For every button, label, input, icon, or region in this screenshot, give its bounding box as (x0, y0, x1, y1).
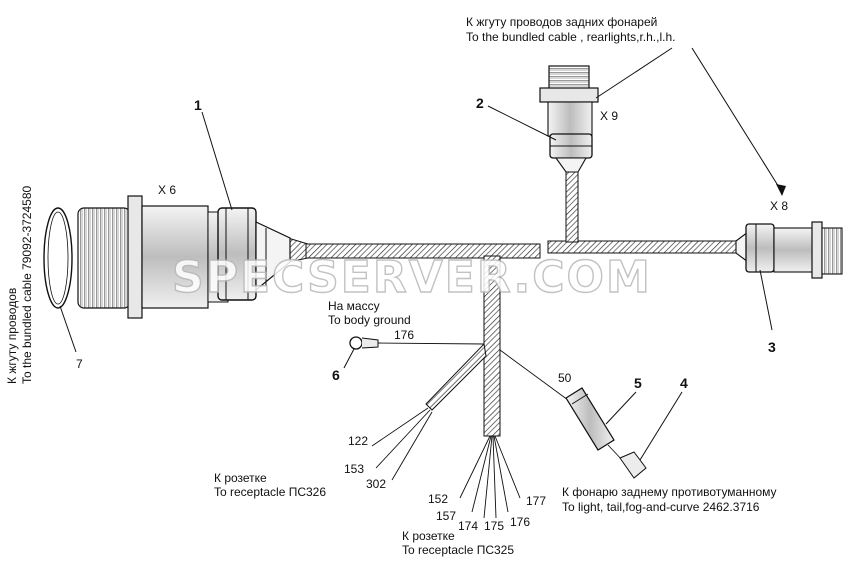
connector-x6 (43, 195, 291, 319)
ground-ring-terminal (349, 336, 485, 350)
ps326-label-en: To receptacle ПС326 (214, 485, 326, 499)
ground-label-ru: На массу (328, 299, 380, 313)
wires-receptacle-ps326 (371, 407, 433, 481)
wire-number: 302 (366, 477, 386, 491)
wire-number: 157 (436, 509, 456, 523)
wire-number: 176 (394, 328, 414, 342)
callout-6: 6 (332, 367, 340, 383)
side-label-ru: К жгуту проводов (5, 288, 19, 384)
callout-2: 2 (476, 95, 484, 111)
callout-1: 1 (194, 97, 202, 113)
mount-flange (127, 195, 143, 319)
wire-number: 174 (458, 519, 478, 533)
connector-x8 (735, 221, 843, 279)
side-label-en: To the bundled cable 79092-3724580 (20, 186, 34, 384)
ground-label-en: To body ground (328, 313, 411, 327)
fog-light-plug (499, 349, 647, 479)
ps326-label-ru: К розетке (214, 471, 267, 485)
x8-label: X 8 (770, 199, 788, 213)
top-label-en: To the bundled cable , rearlights,r.h.,l… (466, 30, 675, 44)
threaded-body (821, 227, 843, 275)
connector-x9 (539, 65, 599, 173)
ps325-label-ru: К розетке (402, 529, 455, 543)
callout-5: 5 (634, 375, 642, 391)
wire-number: 50 (558, 371, 572, 385)
wire-number: 122 (348, 434, 368, 448)
threaded-body (548, 65, 590, 91)
wire-number: 152 (428, 492, 448, 506)
callout-3: 3 (768, 339, 776, 355)
fog-light-label-en: To light, tail,fog-and-curve 2462.3716 (562, 500, 760, 514)
blade-terminal (619, 451, 647, 479)
x9-label: X 9 (600, 109, 618, 123)
wire-number: 153 (344, 462, 364, 476)
gasket-ring (43, 207, 73, 309)
callout-4: 4 (680, 375, 688, 391)
top-label-ru: К жгуту проводов задних фонарей (466, 15, 657, 29)
x6-label: X 6 (158, 183, 176, 197)
wire-number: 175 (484, 519, 504, 533)
callout-7: 7 (76, 357, 83, 371)
wires-receptacle-ps325 (459, 435, 521, 519)
wire-number: 177 (526, 494, 546, 508)
coupling-nut (745, 223, 775, 273)
wire-number: 176 (510, 515, 530, 529)
threaded-body (77, 207, 131, 309)
watermark: SPECSERVER.COM (172, 252, 652, 303)
ps325-label-en: To receptacle ПС325 (402, 543, 514, 557)
fog-light-label-ru: К фонарю заднему противотуманному (562, 485, 777, 499)
leader-lines (59, 47, 786, 461)
